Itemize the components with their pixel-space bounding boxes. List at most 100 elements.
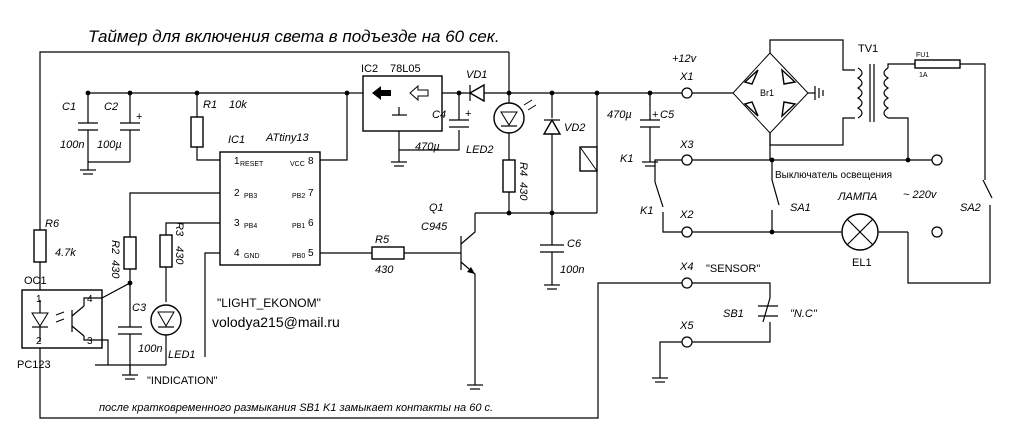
r4-ref: R4: [517, 162, 529, 176]
mains-label: ~ 220v: [903, 189, 938, 201]
svg-text:VCC: VCC: [290, 161, 305, 168]
connectors: X1 X3 X2 X4 X5: [679, 71, 694, 348]
terminal-x2: [681, 226, 693, 238]
ic1-part: ATtiny13: [265, 132, 309, 144]
footer-note: после кратковременного размыкания SB1 K1…: [99, 402, 493, 414]
svg-text:6: 6: [308, 218, 314, 229]
credit-name: "LIGHT_EKONOM": [217, 296, 321, 310]
svg-text:RESET: RESET: [240, 161, 264, 168]
mains-wiring: Выключатель освещения SA1 SA2 ~ 220v: [692, 63, 993, 284]
svg-text:PB4: PB4: [244, 223, 257, 230]
capacitor-c2: + C2 100µ: [88, 93, 142, 163]
credit-email: volodya215@mail.ru: [212, 314, 340, 330]
el1-ref: EL1: [852, 257, 872, 269]
terminal-x3: [681, 154, 693, 166]
terminal-x1: [681, 87, 693, 99]
svg-text:+: +: [465, 108, 471, 120]
oc1-ref: OC1: [24, 275, 47, 287]
capacitor-c3: C3 100n: [118, 283, 162, 375]
optocoupler-oc1: OC1 PC123 1 2 3 4: [17, 275, 131, 371]
indication-label: "INDICATION": [147, 375, 218, 387]
svg-text:X3: X3: [679, 139, 694, 151]
r3-ref: R3: [173, 222, 185, 237]
svg-text:X5: X5: [679, 320, 694, 332]
svg-text:7: 7: [308, 188, 314, 199]
mains-terminal-2: [931, 226, 943, 238]
c6-ref: C6: [567, 238, 582, 250]
c4-ref: C4: [432, 109, 446, 121]
switch-note: Выключатель освещения: [775, 170, 892, 181]
lamp-el1: ЛАМПА EL1: [837, 191, 879, 269]
bridge-br1: Br1: [732, 39, 855, 160]
ic2-regulator: IC2 78L05: [361, 63, 460, 167]
capacitor-c6: C6 100n: [540, 213, 584, 290]
r5-ref: R5: [375, 234, 390, 246]
r2-value: 430: [109, 260, 121, 279]
r2-ref: R2: [109, 240, 121, 254]
capacitor-c4: + C4 470µ: [415, 93, 471, 153]
c5-ref: C5: [660, 109, 675, 121]
ic1-ref: IC1: [228, 134, 245, 146]
plus12-label: +12v: [672, 53, 698, 65]
svg-text:10k: 10k: [229, 99, 247, 111]
resistor-r4: R4 430: [502, 159, 529, 213]
led2: LED2: [466, 93, 537, 160]
r3-value: 430: [173, 246, 185, 265]
q1-ref: Q1: [429, 202, 444, 214]
vd2-ref: VD2: [564, 122, 585, 134]
resistor-r5: R5 430: [371, 234, 461, 276]
r1-ref: R1: [203, 99, 217, 111]
svg-text:+: +: [652, 109, 658, 121]
c2-ref: C2: [104, 101, 118, 113]
bottom-return: после кратковременного размыкания SB1 K1…: [39, 282, 685, 419]
svg-text:X1: X1: [679, 71, 693, 83]
diode-vd2: VD2: [542, 93, 585, 213]
svg-text:PB1: PB1: [292, 223, 305, 230]
led1: LED1: [150, 304, 196, 365]
transformer-tv1: TV1: [856, 43, 915, 160]
r4-value: 430: [517, 182, 529, 201]
sb1-ref: SB1: [723, 308, 744, 320]
k1-coil-ref: K1: [620, 153, 633, 165]
c2-value: 100µ: [97, 139, 122, 151]
svg-text:GND: GND: [244, 253, 260, 260]
capacitor-c1: C1 100n: [60, 93, 98, 175]
fuse-fu1: FU1 1A: [914, 52, 961, 79]
c1-value: 100n: [60, 139, 84, 151]
r6-value: 4.7k: [55, 247, 76, 259]
svg-text:PB0: PB0: [292, 253, 305, 260]
svg-text:PB2: PB2: [292, 193, 305, 200]
c3-value: 100n: [138, 343, 162, 355]
svg-text:2: 2: [234, 188, 240, 199]
terminal-x4: [681, 277, 693, 289]
svg-text:1: 1: [234, 156, 240, 167]
ic1-attiny13: IC1 ATtiny13 1 RESET 2 PB3 3 PB4 4 GND V…: [129, 93, 372, 357]
led2-ref: LED2: [466, 144, 494, 156]
r5-value: 430: [375, 264, 394, 276]
svg-text:+: +: [136, 111, 142, 123]
c6-value: 100n: [560, 264, 584, 276]
oc1-part: PC123: [17, 359, 51, 371]
diagram-title: Таймер для включения света в подъезде на…: [88, 27, 500, 46]
c4-value: 470µ: [415, 141, 440, 153]
fu1-ref: FU1: [916, 52, 929, 59]
resistor-r6: R6 4.7k: [33, 218, 76, 263]
svg-text:3: 3: [234, 218, 240, 229]
fu1-value: 1A: [919, 72, 928, 79]
c3-ref: C3: [132, 302, 147, 314]
svg-text:3: 3: [87, 336, 93, 347]
sa1-ref: SA1: [790, 202, 811, 214]
svg-text:4: 4: [87, 294, 93, 305]
ic2-ref: IC2: [361, 63, 378, 75]
c1-ref: C1: [62, 101, 76, 113]
q1-part: C945: [421, 221, 448, 233]
indication-ground: "INDICATION": [95, 364, 218, 387]
relay-k1-contacts: K1: [640, 159, 682, 233]
resistor-r2: R2 430: [109, 236, 137, 286]
svg-text:X2: X2: [679, 209, 693, 221]
mains-terminal-1: [931, 154, 943, 166]
k1-contact-ref: K1: [640, 205, 653, 217]
svg-text:5: 5: [308, 248, 314, 259]
relay-k1-coil: K1: [475, 93, 633, 216]
svg-text:PB3: PB3: [244, 193, 257, 200]
